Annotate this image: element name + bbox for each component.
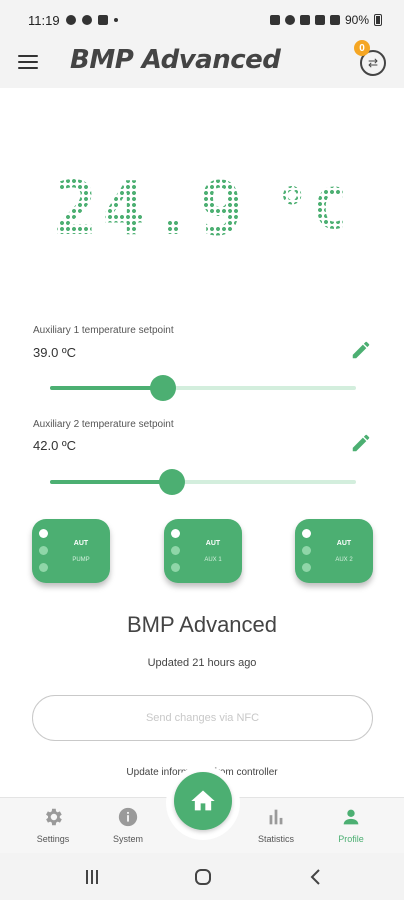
aux2-setpoint-slider[interactable] bbox=[50, 469, 356, 495]
temperature-value: 24.9 bbox=[53, 166, 248, 252]
info-icon bbox=[118, 807, 138, 827]
menu-icon-bar bbox=[18, 67, 38, 69]
mode-indicator bbox=[302, 546, 311, 555]
sync-button[interactable]: ⇄ bbox=[360, 50, 386, 76]
temperature-unit: °C bbox=[275, 177, 351, 242]
nav-label: Settings bbox=[36, 834, 70, 844]
app-bar: BMP Advanced ⇄ 0 bbox=[0, 40, 404, 88]
aux2-edit-icon[interactable] bbox=[350, 432, 372, 454]
mode-target: AUX 1 bbox=[204, 557, 222, 563]
slider-thumb[interactable] bbox=[159, 469, 186, 495]
aux1-setpoint-value: 39.0 ºC bbox=[33, 345, 77, 360]
wifi-icon bbox=[314, 15, 325, 25]
slider-track bbox=[50, 386, 356, 390]
nav-statistics[interactable]: Statistics bbox=[246, 802, 306, 852]
app-notification-icon bbox=[81, 15, 92, 25]
mode-button-aux1[interactable]: AUT AUX 1 bbox=[164, 519, 242, 583]
mode-label: AUT bbox=[205, 540, 221, 547]
mute-icon bbox=[299, 15, 310, 25]
bar-chart-icon bbox=[269, 809, 283, 825]
nav-profile[interactable]: Profile bbox=[321, 802, 381, 852]
person-icon bbox=[343, 809, 359, 825]
status-left: 11:19 bbox=[28, 13, 118, 28]
mode-button-pump[interactable]: AUT PUMP bbox=[32, 519, 110, 583]
mode-indicator bbox=[171, 546, 180, 555]
mode-indicator bbox=[302, 529, 311, 538]
aux1-setpoint-label: Auxiliary 1 temperature setpoint bbox=[33, 325, 174, 336]
slider-fill bbox=[50, 480, 173, 484]
status-right: 90% bbox=[269, 13, 382, 27]
device-name: BMP Advanced bbox=[126, 612, 278, 637]
youtube-icon bbox=[97, 15, 108, 25]
slider-track bbox=[50, 480, 356, 484]
menu-button[interactable] bbox=[18, 53, 38, 71]
slider-fill bbox=[50, 386, 164, 390]
last-updated: Updated 21 hours ago bbox=[147, 657, 257, 669]
nav-label: System bbox=[112, 834, 143, 844]
nav-label: Statistics bbox=[257, 834, 294, 844]
mode-indicator bbox=[302, 563, 311, 572]
mode-indicator bbox=[171, 563, 180, 572]
aux1-edit-icon[interactable] bbox=[350, 339, 372, 361]
home-nav-icon[interactable] bbox=[191, 865, 215, 889]
nav-system[interactable]: System bbox=[98, 802, 158, 852]
mode-label: AUT bbox=[336, 540, 352, 547]
aux2-setpoint-value: 42.0 ºC bbox=[33, 438, 77, 453]
signal-icon bbox=[329, 15, 340, 25]
nav-settings[interactable]: Settings bbox=[23, 802, 83, 852]
sync-icon: ⇄ bbox=[367, 56, 379, 70]
gear-icon bbox=[46, 808, 62, 826]
mode-indicator bbox=[39, 563, 48, 572]
sync-badge: 0 bbox=[354, 40, 370, 56]
menu-icon-bar bbox=[18, 55, 38, 57]
menu-icon-bar bbox=[18, 61, 38, 63]
back-icon[interactable] bbox=[304, 865, 328, 889]
mode-label: AUT bbox=[73, 540, 89, 547]
alarm-icon bbox=[269, 15, 280, 25]
nfc-status-icon bbox=[284, 15, 295, 25]
battery-percent: 90% bbox=[344, 13, 369, 27]
aux1-setpoint-slider[interactable] bbox=[50, 375, 356, 401]
slider-thumb[interactable] bbox=[150, 375, 177, 401]
system-nav-bar bbox=[0, 853, 404, 900]
app-title: BMP Advanced bbox=[70, 45, 281, 75]
status-bar: 11:19 90% bbox=[0, 0, 404, 40]
mode-target: AUX 2 bbox=[335, 557, 353, 563]
temperature-display: 24.9 °C bbox=[0, 166, 404, 252]
mode-target: PUMP bbox=[72, 557, 90, 563]
battery-icon bbox=[374, 14, 382, 26]
nav-label: Profile bbox=[338, 834, 364, 844]
send-nfc-label: Send changes via NFC bbox=[145, 712, 260, 724]
notification-icon bbox=[65, 15, 76, 25]
more-notifications-icon bbox=[113, 18, 118, 22]
aux2-setpoint-label: Auxiliary 2 temperature setpoint bbox=[33, 419, 174, 430]
recent-apps-icon[interactable] bbox=[80, 865, 104, 889]
mode-button-aux2[interactable]: AUT AUX 2 bbox=[295, 519, 373, 583]
mode-indicator bbox=[171, 529, 180, 538]
home-button[interactable] bbox=[174, 772, 232, 830]
mode-indicator bbox=[39, 546, 48, 555]
send-nfc-button[interactable]: Send changes via NFC bbox=[32, 695, 373, 741]
status-time: 11:19 bbox=[28, 12, 60, 28]
mode-indicator bbox=[39, 529, 48, 538]
home-icon bbox=[191, 790, 215, 811]
